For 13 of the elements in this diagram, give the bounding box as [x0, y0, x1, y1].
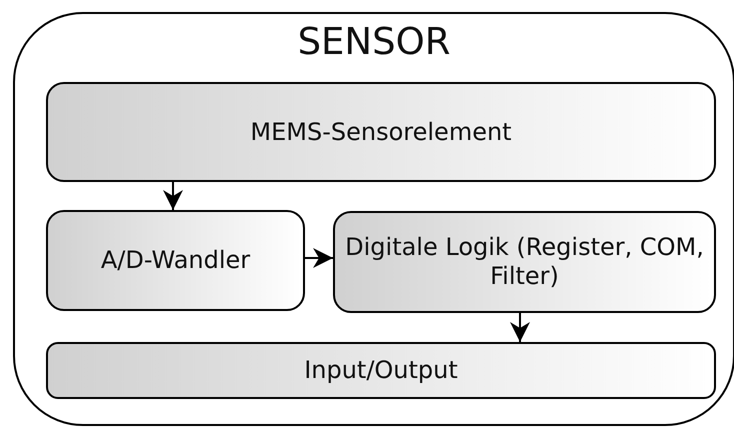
container-box [13, 12, 734, 426]
process-box [333, 211, 716, 313]
container-title: SENSOR [298, 20, 450, 64]
box-label: A/D-Wandler [100, 246, 250, 275]
process-box [46, 342, 716, 399]
process-box [46, 82, 716, 182]
box-label: Digitale Logik (Register, COM, Filter) [344, 233, 705, 291]
arrow [163, 182, 183, 210]
arrow [510, 313, 530, 342]
arrow [305, 248, 333, 268]
box-label: Input/Output [304, 356, 458, 385]
box-label: MEMS-Sensorelement [250, 118, 512, 146]
process-box [46, 210, 305, 311]
